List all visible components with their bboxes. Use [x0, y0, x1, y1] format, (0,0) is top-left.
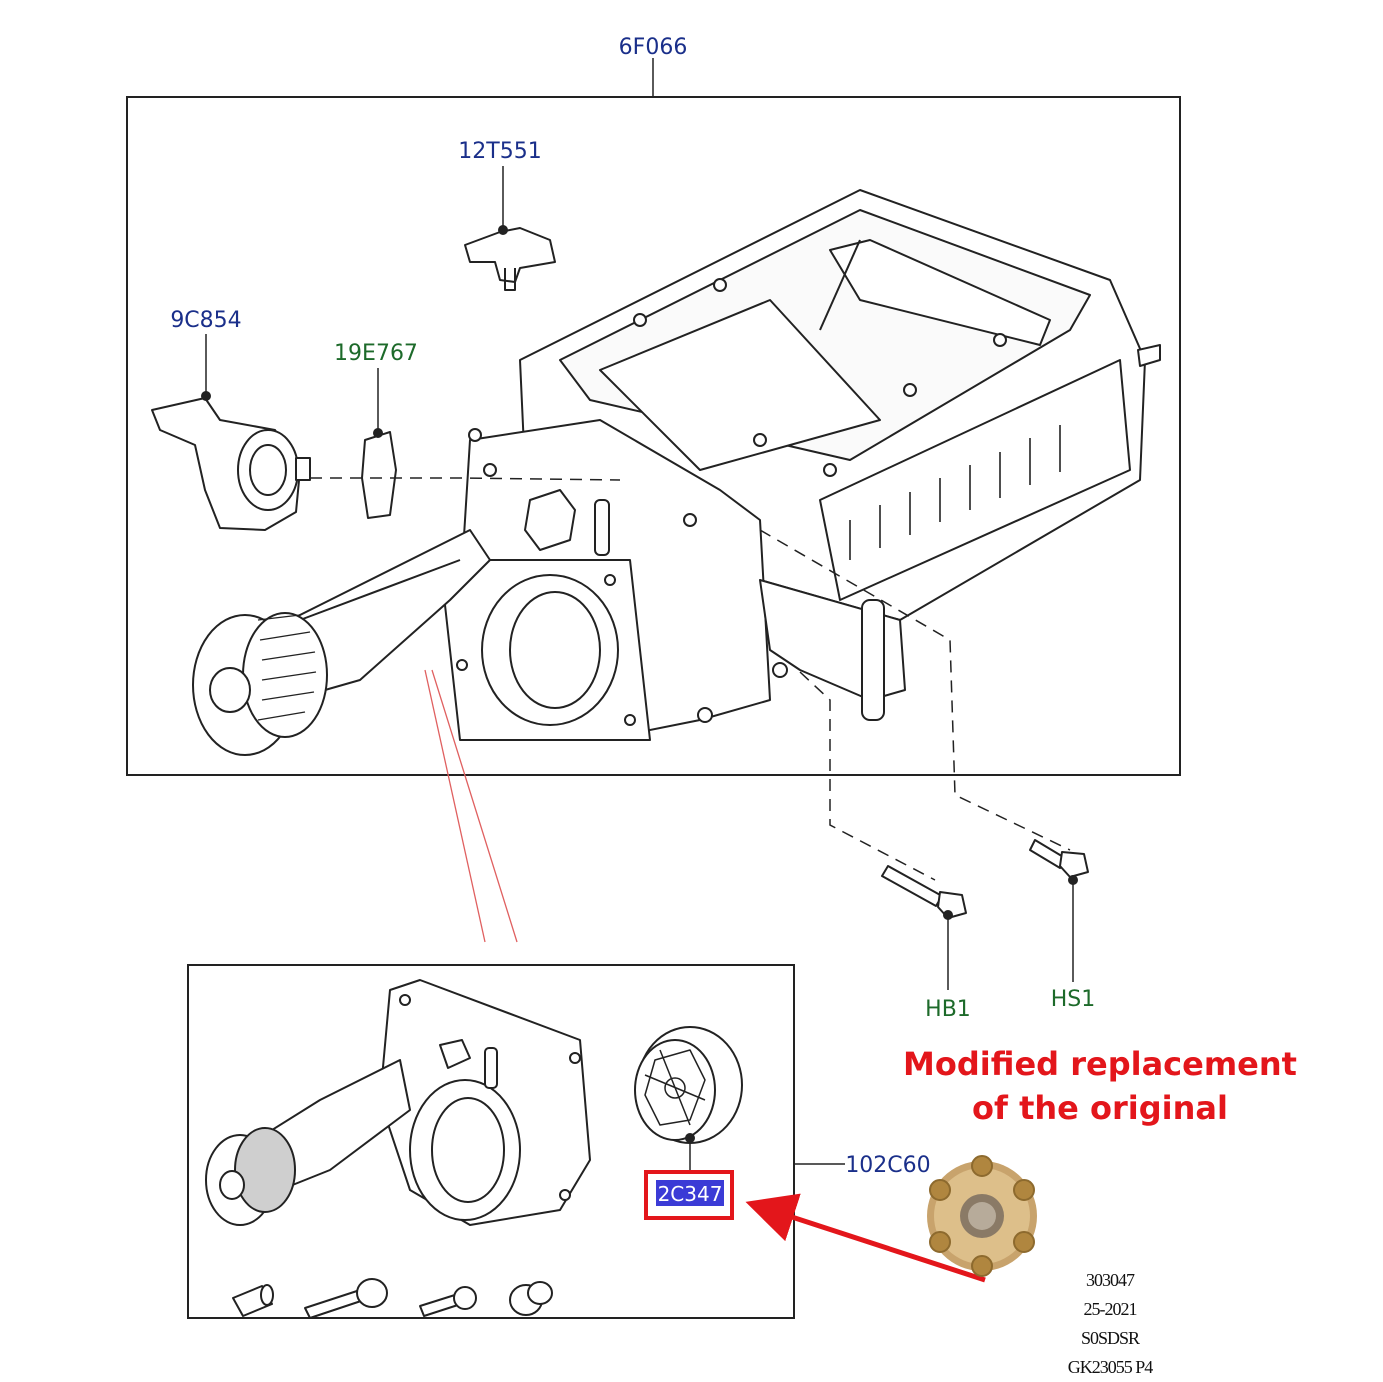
stamp-line-4: GK23055 P4 [1067, 1357, 1154, 1377]
note-line-1: Modified replacement [903, 1045, 1297, 1083]
housing-frame [187, 964, 845, 1319]
label-assembly: 6F066 [619, 35, 688, 60]
label-bolt-hs: HS1 [1051, 987, 1096, 1012]
label-housing: 102C60 [845, 1153, 930, 1178]
label-coupler: 2C347 [658, 1182, 723, 1206]
leader-dashed-lines [310, 477, 1071, 881]
bolt-hs1-illustration [1029, 839, 1089, 885]
stamp-line-1: 303047 [1086, 1270, 1135, 1290]
label-connector: 19E767 [334, 341, 418, 366]
replacement-coupler-photo [927, 1155, 1037, 1277]
label-bolt-hb: HB1 [925, 997, 971, 1022]
part-stamp-text: 303047 25-2021 S0SDSR GK23055 P4 [1040, 1266, 1180, 1382]
bolt-hb1-illustration [881, 865, 967, 920]
supercharger-illustration [192, 189, 1161, 756]
housing-illustration [205, 979, 591, 1226]
fasteners-illustration [232, 1278, 553, 1319]
stamp-line-3: S0SDSR [1080, 1328, 1140, 1348]
callout-red-lines [424, 669, 518, 943]
replacement-note: Modified replacement of the original [880, 1042, 1320, 1130]
connector-19e767-illustration [361, 428, 397, 519]
label-actuator: 9C854 [170, 308, 241, 333]
stamp-line-2: 25-2021 [1083, 1299, 1138, 1319]
sensor-12t551-illustration [464, 225, 556, 291]
label-sensor: 12T551 [458, 139, 541, 164]
note-line-2: of the original [972, 1089, 1228, 1127]
pointer-arrow [745, 1193, 986, 1283]
coupler-illustration [634, 1026, 743, 1144]
coupler-part-tag: 2C347 [644, 1170, 734, 1220]
actuator-9c854-illustration [151, 391, 311, 531]
assembly-frame [126, 58, 1181, 776]
